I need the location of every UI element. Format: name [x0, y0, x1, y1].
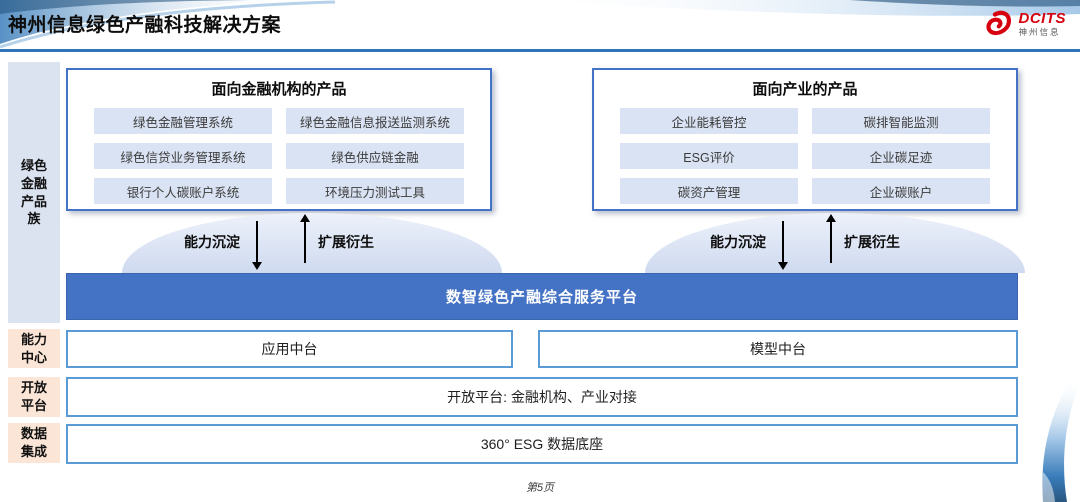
logo-brand: DCITS [1018, 10, 1066, 28]
panel-title: 面向产业的产品 [752, 81, 858, 98]
product-chip: 绿色信贷业务管理系统 [94, 143, 272, 169]
page-title: 神州信息绿色产融科技解决方案 [8, 15, 282, 36]
up-arrow-icon [825, 214, 836, 263]
logo-subtitle: 神州信息 [1018, 27, 1061, 38]
panel-title: 面向金融机构的产品 [211, 81, 347, 98]
open-platform-row: 开放平台: 金融机构、产业对接 [66, 377, 1018, 417]
down-arrow-icon [777, 221, 788, 270]
flow-down-label: 能力沉淀 [710, 234, 766, 250]
product-chip-grid: 绿色金融管理系统 绿色金融信息报送监测系统 绿色信贷业务管理系统 绿色供应链金融… [68, 99, 490, 204]
product-chip-grid: 企业能耗管控 碳排智能监测 ESG评价 企业碳足迹 碳资产管理 企业碳账户 [594, 99, 1016, 204]
product-chip: 企业碳账户 [812, 178, 990, 204]
flow-up-label: 扩展衍生 [318, 234, 374, 250]
dcits-logo: DCITS 神州信息 [981, 9, 1067, 39]
sidebar-label-product-family: 绿色金融产品族 [8, 62, 60, 323]
product-chip: 银行个人碳账户系统 [94, 178, 272, 204]
sidebar-label-data-integration: 数据集成 [8, 423, 60, 463]
header-divider [0, 49, 1080, 52]
sidebar-label-text: 数据集成 [20, 426, 47, 459]
sidebar-label-capability-center: 能力中心 [8, 329, 60, 368]
product-chip: 碳资产管理 [620, 178, 798, 204]
product-chip: 企业能耗管控 [620, 108, 798, 134]
sidebar-label-open-platform: 开放平台 [8, 377, 60, 417]
flow-arrows-right: 能力沉淀 扩展衍生 [592, 212, 1018, 272]
dcits-swirl-icon [985, 10, 1011, 36]
up-arrow-icon [299, 214, 310, 263]
sidebar-label-text: 开放平台 [20, 380, 47, 413]
dcits-logo-text: DCITS 神州信息 [1019, 11, 1067, 37]
down-arrow-icon [251, 221, 262, 270]
esg-data-base-row: 360° ESG 数据底座 [66, 424, 1018, 464]
platform-banner: 数智绿色产融综合服务平台 [66, 273, 1018, 320]
product-chip: 碳排智能监测 [812, 108, 990, 134]
model-middle-platform-box: 模型中台 [538, 330, 1018, 368]
product-chip: 绿色金融管理系统 [94, 108, 272, 134]
product-chip: 企业碳足迹 [812, 143, 990, 169]
flow-arrows-left: 能力沉淀 扩展衍生 [66, 212, 492, 272]
financial-products-panel: 面向金融机构的产品 绿色金融管理系统 绿色金融信息报送监测系统 绿色信贷业务管理… [66, 68, 492, 211]
product-chip: 绿色金融信息报送监测系统 [286, 108, 464, 134]
industry-products-panel: 面向产业的产品 企业能耗管控 碳排智能监测 ESG评价 企业碳足迹 碳资产管理 … [592, 68, 1018, 211]
page-number: 第5页 [525, 482, 555, 494]
flow-down-label: 能力沉淀 [184, 234, 240, 250]
sidebar-label-text: 能力中心 [20, 331, 47, 365]
flow-up-label: 扩展衍生 [844, 234, 900, 250]
product-chip: 绿色供应链金融 [286, 143, 464, 169]
sidebar-label-text: 绿色金融产品族 [20, 158, 47, 227]
product-chip: ESG评价 [620, 143, 798, 169]
application-middle-platform-box: 应用中台 [66, 330, 513, 368]
product-chip: 环境压力测试工具 [286, 178, 464, 204]
